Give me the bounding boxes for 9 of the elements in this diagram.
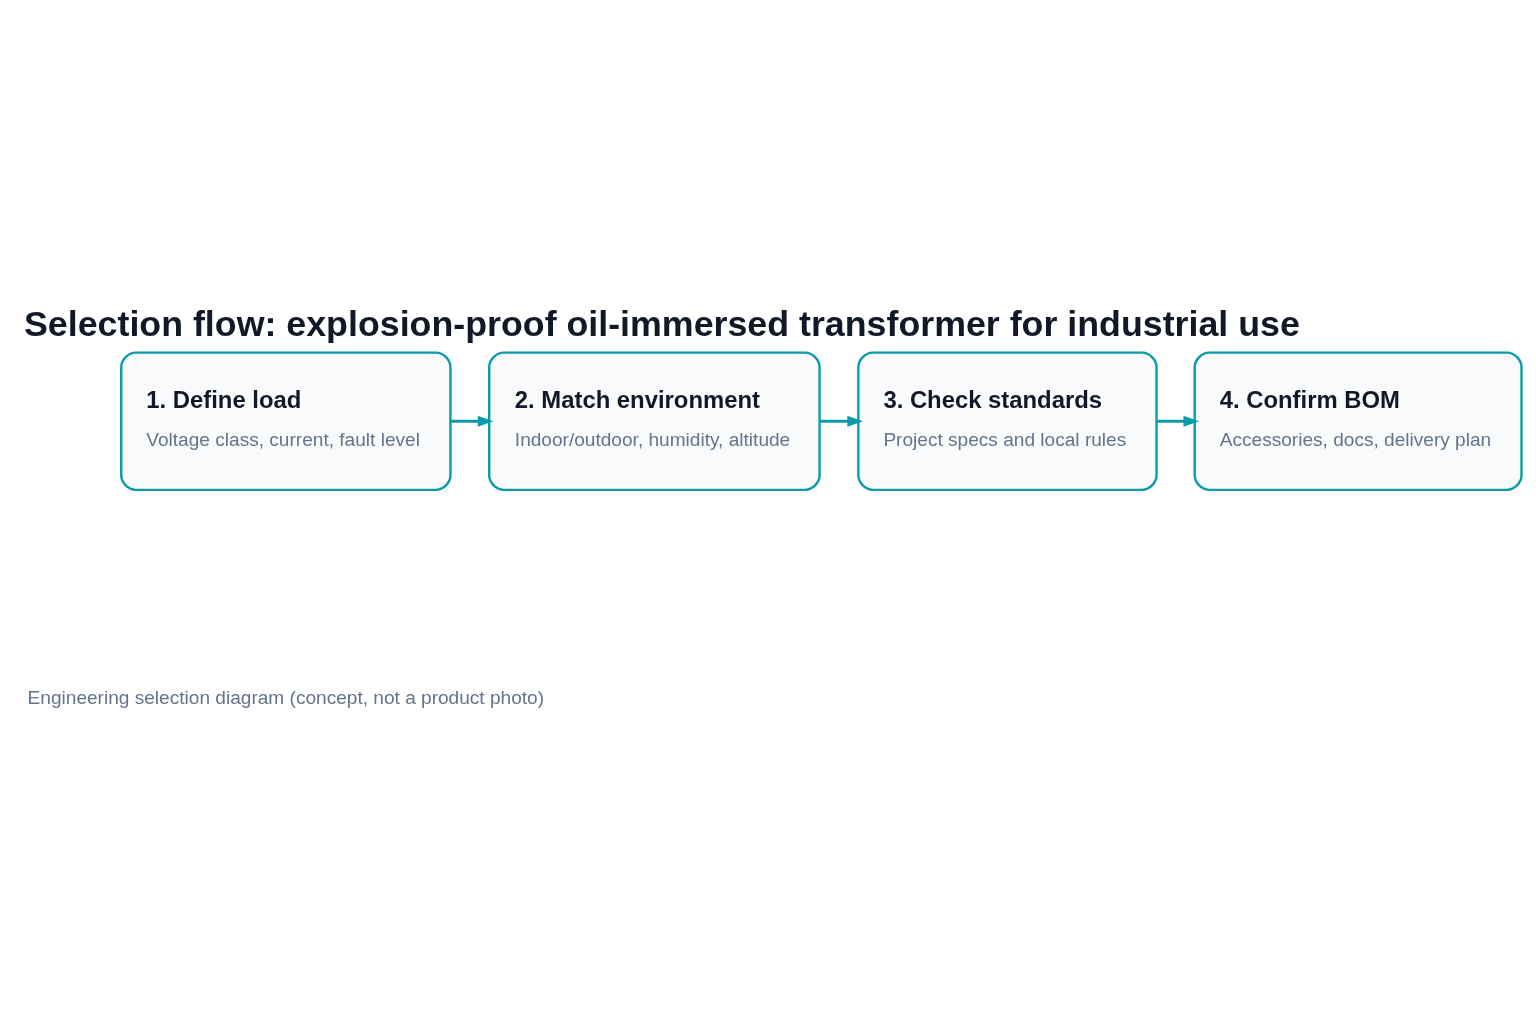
arrow (1156, 415, 1199, 427)
node-box: 4. Confirm BOM Accessories, docs, delivery plan (1193, 350, 1523, 491)
node-box: 3. Check standards Project specs and local rules (857, 350, 1158, 491)
node-box: 2. Match environment Indoor/outdoor, humidity, altitude (488, 350, 821, 491)
node-box: 1. Define load Voltage class, current, fault level (120, 350, 452, 491)
arrow (819, 415, 863, 427)
arrow (450, 415, 494, 427)
caption: Engineering selection diagram (concept, not a product photo) (27, 686, 545, 708)
diagram-title: Selection flow: explosion-proof oil-immersed transformer for industrial use (24, 303, 1300, 344)
